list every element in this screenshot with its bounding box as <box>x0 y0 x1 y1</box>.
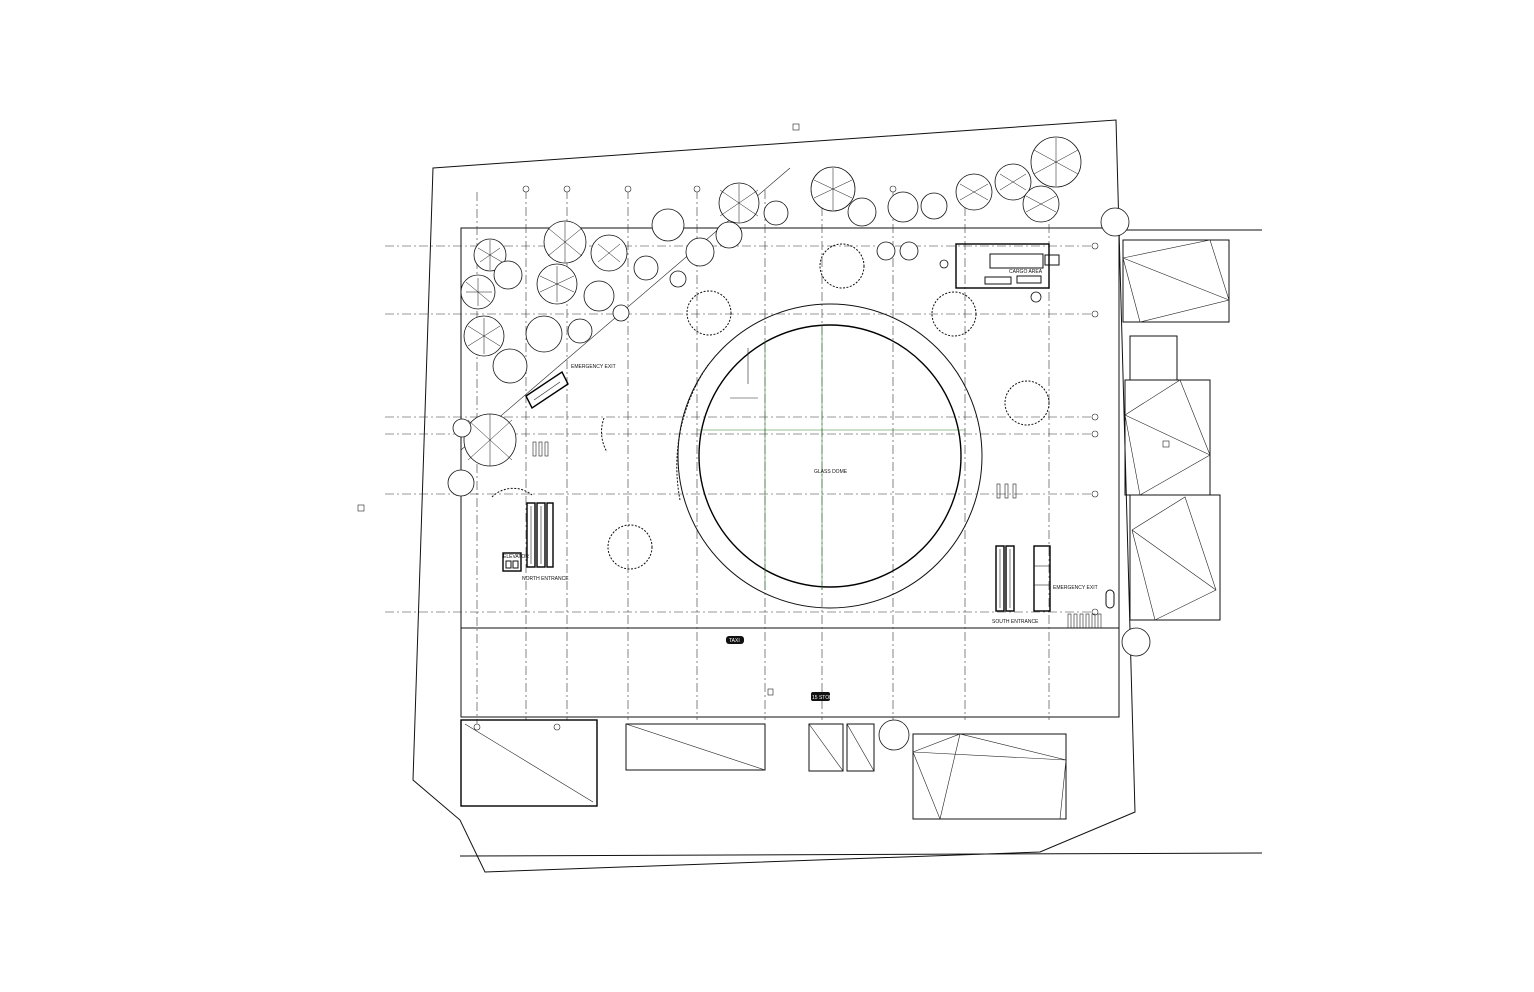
grid-bubbles <box>473 185 1099 731</box>
emergency-exit-nw: EMERGENCY EXIT <box>525 364 616 410</box>
tree-rings <box>491 243 1050 570</box>
south-entrance-label: SOUTH ENTRANCE <box>992 619 1039 625</box>
cargo-area-label: CARGO AREA <box>1009 269 1043 275</box>
crosswalk <box>1067 589 1115 629</box>
svg-text:15 STOP: 15 STOP <box>812 695 833 701</box>
elevator-label: ELEVATOR <box>503 554 529 560</box>
section-marker-icon <box>357 123 1170 512</box>
site-boundary <box>412 119 1263 873</box>
svg-text:TAXI: TAXI <box>729 638 740 644</box>
north-entrance-label: NORTH ENTRANCE <box>522 576 569 582</box>
bus-stop-sign: 15 STOP <box>767 688 833 701</box>
emergency-exit-se-label: EMERGENCY EXIT <box>1053 585 1098 591</box>
emergency-exit-nw-label: EMERGENCY EXIT <box>571 364 616 370</box>
tree-canopy-icon <box>447 136 1151 751</box>
north-entrance: ELEVATOR NORTH ENTRANCE <box>502 502 569 582</box>
south-buildings <box>460 719 1067 820</box>
taxi-sign: TAXI <box>726 636 744 644</box>
bollards <box>532 441 1017 499</box>
east-buildings <box>1122 239 1230 621</box>
south-entrance: EMERGENCY EXIT SOUTH ENTRANCE <box>992 545 1098 625</box>
dome-label: GLASS DOME <box>814 469 848 475</box>
cargo-area: CARGO AREA <box>955 243 1060 289</box>
glass-dome: GLASS DOME <box>677 303 983 609</box>
